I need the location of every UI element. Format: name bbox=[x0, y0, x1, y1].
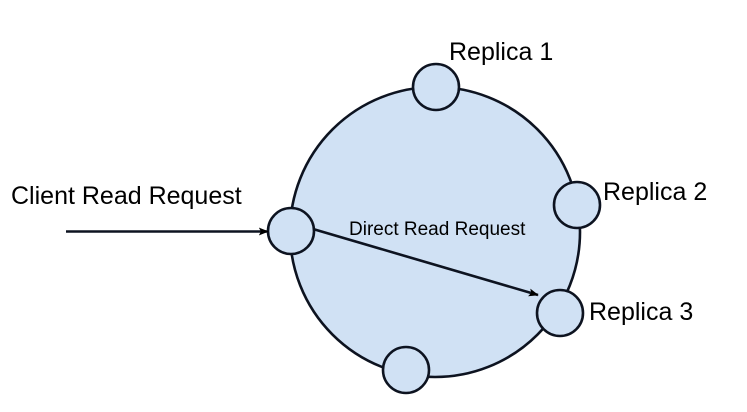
replica-1-node[interactable] bbox=[411, 62, 461, 112]
client-read-request-label: Client Read Request bbox=[11, 182, 242, 210]
coordinator-node[interactable] bbox=[266, 206, 316, 256]
direct-read-request-arrow bbox=[312, 227, 539, 297]
replica-3-label: Replica 3 bbox=[589, 298, 694, 326]
replica-2-label: Replica 2 bbox=[603, 178, 708, 206]
replica-1-label: Replica 1 bbox=[449, 38, 554, 66]
direct-read-request-label: Direct Read Request bbox=[349, 219, 526, 240]
replica-3-node[interactable] bbox=[535, 288, 585, 338]
bottom-node[interactable] bbox=[381, 345, 431, 395]
replica-2-node[interactable] bbox=[552, 180, 602, 230]
